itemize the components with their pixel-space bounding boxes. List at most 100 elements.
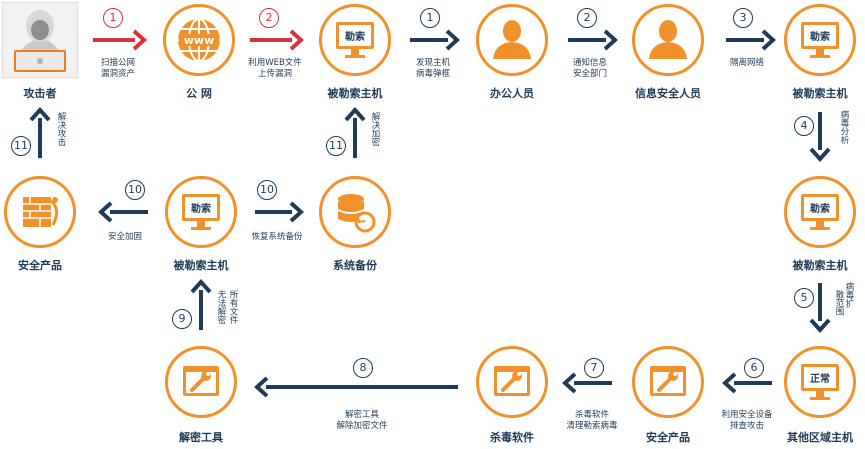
wrench-window-icon [183,366,219,396]
step-note: 发现主机 病毒弹框 [403,58,463,80]
hacker-icon [1,1,79,79]
wrench-window-icon [494,366,530,396]
arrow-attacker-to-internet [93,29,147,51]
firewall-icon [23,197,58,227]
step-note-line: 排查攻击 [729,421,764,431]
security-product-bottom-node [632,346,704,418]
security-product-left-node [4,176,76,248]
step-badge: 5 [794,288,814,308]
step-note-vertical: 病毒扩 [844,282,854,308]
arrow-security-to-host2 [726,29,776,51]
step-note-vertical: 病毒分析 [839,110,849,144]
step-note-line: 利用WEB文件 [248,58,302,68]
step-note-vertical: 无法解密 [216,290,226,324]
step-note-vertical: 解决加密 [370,112,380,146]
other-area-host-node: 正常 [784,346,856,418]
person-icon [493,20,531,59]
infected-host-mid-node: 勒索 [165,176,237,248]
step-note-line: 安全部门 [572,69,607,79]
step-note-line: 利用安全设备 [721,410,773,420]
step-badge: 6 [744,358,764,378]
arrow-office-to-security [568,29,618,51]
step-note: 恢复系统备份 [244,232,310,243]
infected-host-1-node: 勒索 [319,4,391,76]
database-restore-icon [338,194,376,233]
arrow-internet-to-host [250,29,304,51]
decrypt-tool-label: 解密工具 [179,431,223,444]
arrow-antivirus-to-decrypt [254,376,458,398]
step-badge: 2 [577,8,597,28]
step-note: 通知信息 安全部门 [560,58,620,80]
step-badge: 10 [257,180,277,200]
ransom-screen-text: 勒索 [345,30,365,43]
globe-icon: www [178,18,220,62]
system-backup-label: 系统备份 [333,259,377,272]
infected-host-3-label: 被勒索主机 [792,259,848,272]
step-badge: 7 [584,358,604,378]
monitor-icon: 勒索 [182,194,220,230]
monitor-icon: 勒索 [336,22,374,58]
step-note: 解密工具 解除加密文件 [326,410,398,432]
step-badge: 2 [259,8,279,28]
step-note-line: 漏洞资产 [100,69,135,79]
other-area-host-label: 其他区域主机 [787,431,853,444]
security-product-left-label: 安全产品 [18,259,62,272]
step-note: 杀毒软件 清理勒索病毒 [556,410,628,432]
step-note-line: 恢复系统备份 [251,232,303,242]
arrow-midhost-to-backup [255,201,304,223]
step-note-vertical: 解决攻击 [56,112,66,146]
arrow-backup-to-host1 [344,107,366,158]
person-icon [649,20,687,59]
step-note-line: 扫描公网 [100,58,135,68]
step-note-line: 发现主机 [415,58,450,68]
monitor-icon: 勒索 [801,194,839,230]
infected-host-3-node: 勒索 [784,176,856,248]
monitor-icon: 正常 [801,364,839,400]
internet-node: www [163,4,235,76]
ransom-screen-text: 勒索 [810,202,830,215]
attacker-label: 攻击者 [23,87,57,100]
internet-label: 公 网 [186,87,212,100]
step-badge: 11 [11,136,31,156]
step-badge: 4 [794,116,814,136]
infected-host-2-node: 勒索 [784,4,856,76]
step-note: 扫描公网 漏洞资产 [88,58,148,80]
ransom-screen-text: 勒索 [810,30,830,43]
arrow-host3-to-other [809,283,831,333]
step-note-line: 清理勒索病毒 [566,421,618,431]
step-badge: 10 [125,180,145,200]
arrow-midhost-to-secproduct-left [98,201,148,223]
step-badge: 1 [420,8,440,28]
step-note: 利用WEB文件 上传漏洞 [240,58,310,80]
antivirus-node [476,346,548,418]
arrow-host2-to-host3 [809,112,831,162]
step-badge: 3 [733,8,753,28]
step-note-line: 隔离网络 [729,58,764,68]
step-note-line: 解密工具 [344,410,379,420]
infected-host-1-label: 被勒索主机 [327,87,383,100]
decrypt-tool-node [165,346,237,418]
security-staff-label: 信息安全人员 [635,87,701,100]
office-staff-label: 办公人员 [490,87,534,100]
step-note: 隔离网络 [717,58,777,69]
step-note: 利用安全设备 排查攻击 [712,410,782,432]
step-note-vertical: 散范围 [834,290,844,316]
step-badge: 8 [353,358,373,378]
step-note-line: 病毒弹框 [415,69,450,79]
security-product-bottom-label: 安全产品 [646,431,690,444]
arrow-other-to-secproduct [722,372,772,394]
step-note-line: 上传漏洞 [257,69,292,79]
security-staff-node [632,4,704,76]
monitor-icon: 勒索 [801,22,839,58]
arrow-decrypt-to-midhost [190,279,212,330]
arrow-host-to-office [410,29,460,51]
step-badge: 1 [103,8,123,28]
step-note-vertical: 所有文件 [228,290,238,324]
step-note-line: 安全加固 [107,232,142,242]
office-staff-node [476,4,548,76]
step-badge: 9 [172,309,192,329]
step-badge: 11 [326,136,346,156]
arrow-secproduct-to-attacker [29,107,51,158]
antivirus-label: 杀毒软件 [490,431,534,444]
ransom-screen-text: 勒索 [191,202,211,215]
